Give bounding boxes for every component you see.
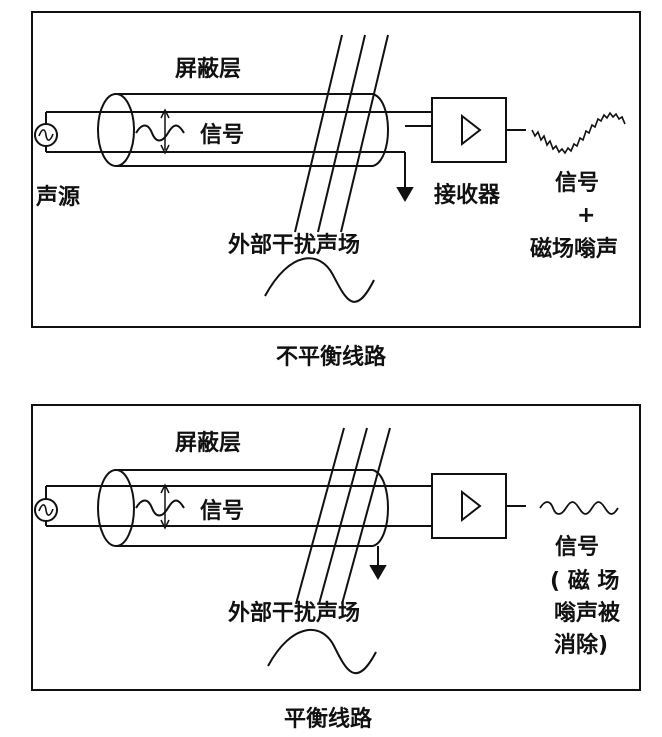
signal-label-top: 信号: [200, 122, 244, 148]
ac-source-wave-2: [38, 504, 54, 516]
unbalanced-frame: [31, 11, 641, 328]
sine-wave-icon: [135, 124, 185, 142]
receiver-box: [431, 97, 507, 163]
caption-balanced: 平衡线路: [284, 706, 373, 732]
signal-arrow-down: [160, 144, 170, 155]
output-label-bottom-line2: ( 磁 场: [550, 568, 619, 594]
interference-label-bottom: 外部干扰声场: [228, 600, 360, 626]
clean-output-wave: [539, 501, 619, 515]
output-label-top-line2: +: [577, 203, 595, 228]
shield-end-right-2: [372, 469, 389, 547]
amplifier-triangle-icon-2: [461, 489, 482, 523]
signal-arrow-up: [160, 108, 170, 119]
signal-arrow-down-2: [160, 519, 170, 530]
shield-end-left-2: [97, 469, 135, 547]
ground-icon-2: [369, 565, 387, 580]
shield-end-left: [97, 93, 135, 167]
receiver-label: 接收器: [434, 182, 501, 208]
noisy-output-wave: [531, 111, 626, 155]
ground-icon: [396, 187, 414, 202]
signal-arrow-up-2: [160, 483, 170, 494]
output-label-bottom-line4: 消除): [554, 632, 608, 658]
amplifier-triangle-icon: [461, 113, 482, 147]
ac-source-wave: [38, 129, 54, 141]
unbalanced-panel: [31, 11, 641, 328]
shield-label-top: 屏蔽层: [175, 57, 241, 82]
interference-line-1: [294, 34, 343, 233]
interference-line-2: [317, 34, 366, 233]
interference-label-top: 外部干扰声场: [228, 232, 360, 258]
interference-line-3: [340, 34, 389, 233]
sine-wave-icon-2: [135, 499, 185, 517]
output-label-bottom-line1: 信号: [555, 534, 599, 560]
shield-end-right: [372, 93, 389, 167]
signal-label-bottom: 信号: [200, 498, 244, 524]
shield-label-bottom: 屏蔽层: [175, 431, 241, 456]
source-label: 声源: [35, 185, 80, 210]
interference-wave: [264, 257, 375, 303]
output-label-top-line1: 信号: [555, 170, 599, 196]
balanced-panel: [31, 404, 641, 691]
interference-wave-2: [267, 629, 377, 675]
interference-line-4: [295, 427, 345, 605]
balanced-frame: [31, 404, 641, 691]
output-label-top-line3: 磁场嗡声: [530, 236, 618, 262]
receiver-box-2: [431, 473, 507, 539]
interference-line-6: [341, 427, 391, 605]
caption-unbalanced: 不平衡线路: [276, 344, 387, 370]
interference-line-5: [318, 427, 368, 605]
output-label-bottom-line3: 嗡声被: [554, 601, 621, 626]
